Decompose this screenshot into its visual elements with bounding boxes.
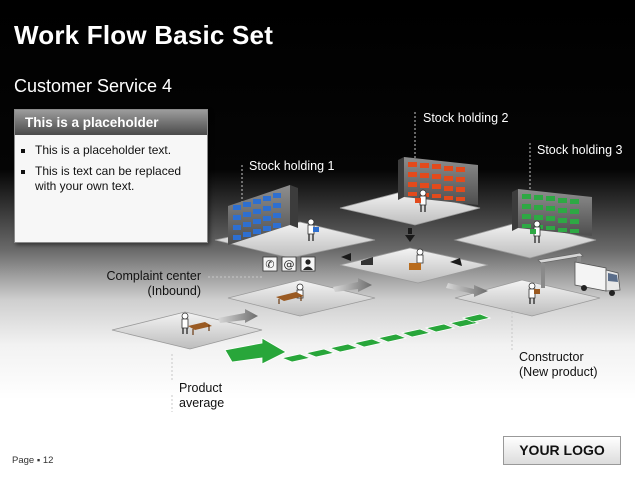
worker-icon [530, 220, 541, 243]
label-stock-holding-1: Stock holding 1 [249, 159, 335, 173]
placeholder-bullets: This is a placeholder text. This is text… [15, 143, 207, 194]
page-subtitle: Customer Service 4 [14, 76, 173, 96]
label-complaint-center-line2: (Inbound) [147, 284, 201, 298]
flow-arrow [224, 313, 492, 365]
worker-icon [415, 189, 427, 212]
phone-icon: ✆ [262, 256, 278, 272]
label-complaint-center: Complaint center (Inbound) [100, 269, 202, 298]
label-product-average: Product average [179, 381, 224, 410]
shelf-icon [228, 185, 298, 245]
placeholder-heading: This is a placeholder [15, 110, 207, 135]
arrow-icon [341, 228, 462, 266]
platform-constructor [454, 279, 601, 317]
leader-lines [171, 112, 531, 412]
label-product-average-line2: average [179, 396, 225, 410]
label-constructor-line1: Constructor [519, 350, 584, 364]
label-product-average-line1: Product [179, 381, 223, 395]
truck-icon [537, 252, 621, 296]
logo-placeholder: YOUR LOGO [503, 436, 621, 465]
worker-icon [528, 282, 540, 304]
page-number: Page ▪ 12 [12, 455, 54, 466]
placeholder-bullet-2: This is text can be replaced with your o… [35, 164, 201, 194]
placeholder-box: This is a placeholder This is a placehol… [14, 109, 208, 243]
at-sign-icon: @ [281, 256, 297, 272]
label-complaint-center-line1: Complaint center [106, 269, 202, 283]
page-title: Work Flow Basic Set [14, 20, 274, 50]
worker-icon [276, 283, 304, 304]
label-stock-holding-2: Stock holding 2 [423, 111, 509, 125]
platform-stock3 [453, 221, 597, 259]
worker-icon [409, 248, 424, 270]
worker-icon [307, 218, 319, 241]
worker-icon [181, 312, 212, 335]
label-constructor: Constructor (New product) [519, 350, 598, 379]
label-constructor-line2: (New product) [519, 365, 598, 379]
person-icon [300, 256, 316, 272]
label-stock-holding-3: Stock holding 3 [537, 143, 623, 157]
arrow-icon [218, 278, 488, 323]
platform-stock2 [339, 190, 481, 226]
svg-text:✆: ✆ [265, 258, 274, 271]
placeholder-bullet-1: This is a placeholder text. [35, 143, 201, 158]
svg-text:@: @ [284, 258, 295, 271]
